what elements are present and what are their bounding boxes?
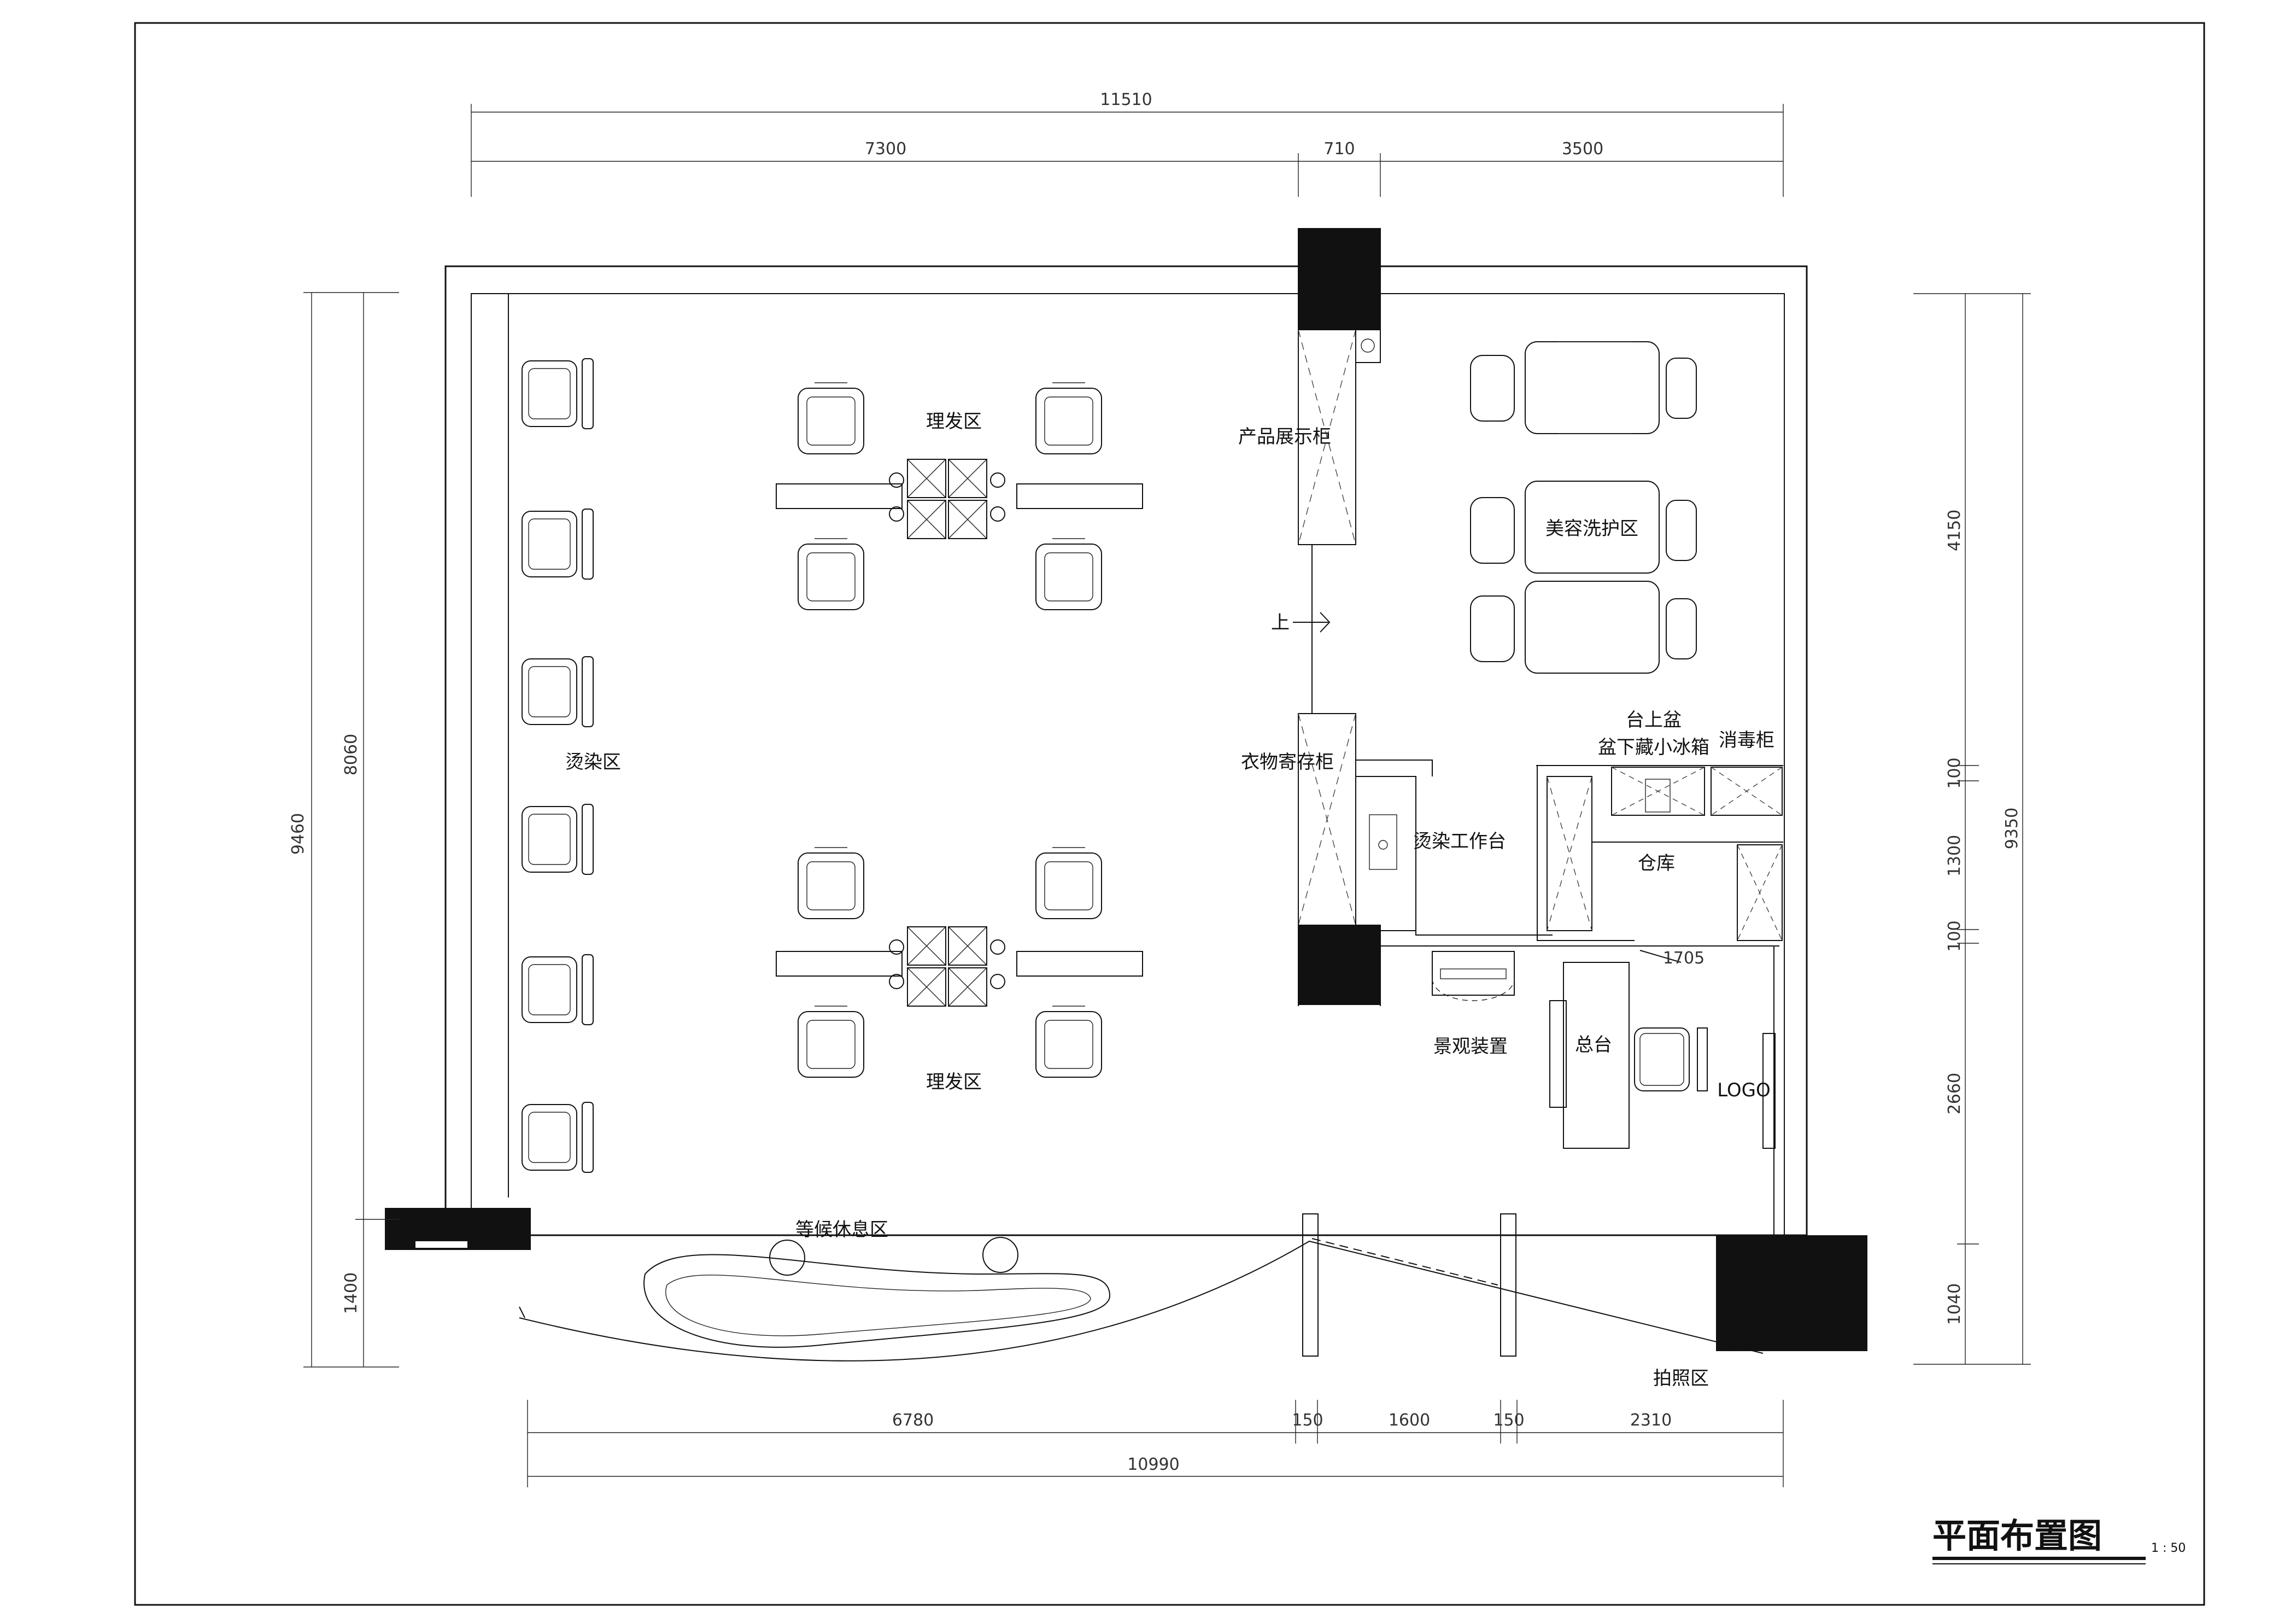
dim-right-1: 4150: [1945, 510, 1964, 551]
landscape-installation: [1432, 951, 1515, 1001]
zone-logo: LOGO: [1717, 1079, 1771, 1101]
dim-bottom-seg4: 150: [1493, 1411, 1524, 1430]
zone-basin-top: 台上盆: [1626, 709, 1682, 731]
zone-up-arrow: 上: [1271, 612, 1290, 634]
zone-landscape: 景观装置: [1433, 1036, 1508, 1058]
up-arrow-icon: [1293, 612, 1331, 633]
dim-right-outer: 9350: [2002, 808, 2022, 849]
reception-counter: [1380, 945, 1779, 1149]
perm-workstation: [1355, 760, 1553, 936]
product-cabinet: [1298, 329, 1381, 545]
zone-disinfection: 消毒柜: [1719, 729, 1774, 751]
storage-block: [1536, 765, 1783, 941]
dim-bottom-seg2: 150: [1292, 1411, 1323, 1430]
logo-wall: [1762, 1033, 1776, 1149]
dim-top-left: 7300: [865, 139, 906, 159]
dim-top-mid: 710: [1323, 139, 1355, 159]
zone-perm-dye: 烫染区: [565, 751, 621, 773]
beauty-care-area: [1470, 341, 1697, 674]
zone-photo-area: 拍照区: [1653, 1368, 1709, 1389]
zone-clothes-locker: 衣物寄存柜: [1241, 751, 1334, 773]
zone-beauty-care: 美容洗护区: [1545, 518, 1638, 540]
structural-columns: [385, 228, 1867, 1351]
dim-bottom-seg5: 2310: [1630, 1411, 1672, 1430]
zone-product-cabinet: 产品展示柜: [1238, 426, 1331, 448]
dim-right-2: 100: [1945, 757, 1964, 788]
drawing-title: 平面布置图: [1932, 1516, 2102, 1556]
dim-left-lower: 1400: [342, 1272, 361, 1314]
haircut-station-top: [776, 382, 1143, 610]
bottom-dimensions: [527, 1400, 1784, 1487]
haircut-station-bottom: [776, 847, 1143, 1078]
dim-top-right: 3500: [1562, 139, 1603, 159]
drawing-frame: [134, 22, 2205, 1606]
dim-door: 1705: [1663, 949, 1705, 968]
dim-bottom-total: 10990: [1127, 1455, 1179, 1474]
dim-right-3: 1300: [1945, 835, 1964, 877]
zone-basin-fridge: 盆下藏小冰箱: [1598, 737, 1709, 758]
dim-left-outer: 9460: [289, 813, 308, 855]
zone-haircut-bottom: 理发区: [926, 1071, 982, 1093]
right-dimensions: [1913, 293, 2031, 1365]
dim-top-total: 11510: [1100, 90, 1152, 109]
dim-left-inner: 8060: [342, 734, 361, 775]
partition-left: [1302, 1213, 1319, 1357]
waiting-sofa: [643, 1237, 1111, 1348]
clothes-locker: [1298, 713, 1356, 926]
drawing-scale: 1 : 50: [2151, 1541, 2186, 1555]
zone-perm-station: 烫染工作台: [1413, 831, 1506, 852]
dim-bottom-seg3: 1600: [1389, 1411, 1430, 1430]
left-dimensions: [303, 292, 399, 1368]
partition-right: [1500, 1213, 1516, 1357]
zone-haircut-top: 理发区: [926, 411, 982, 433]
top-dimensions: [471, 104, 1784, 197]
zone-waiting: 等候休息区: [795, 1219, 888, 1241]
building-walls: [444, 265, 1808, 1236]
zone-storage: 仓库: [1638, 852, 1675, 874]
zone-reception: 总台: [1575, 1034, 1612, 1056]
dim-bottom-seg1: 6780: [892, 1411, 934, 1430]
dim-right-4: 100: [1945, 920, 1964, 951]
dim-right-6: 1040: [1945, 1283, 1964, 1325]
dim-right-5: 2660: [1945, 1073, 1964, 1114]
storefront-curve: [519, 1240, 1764, 1362]
